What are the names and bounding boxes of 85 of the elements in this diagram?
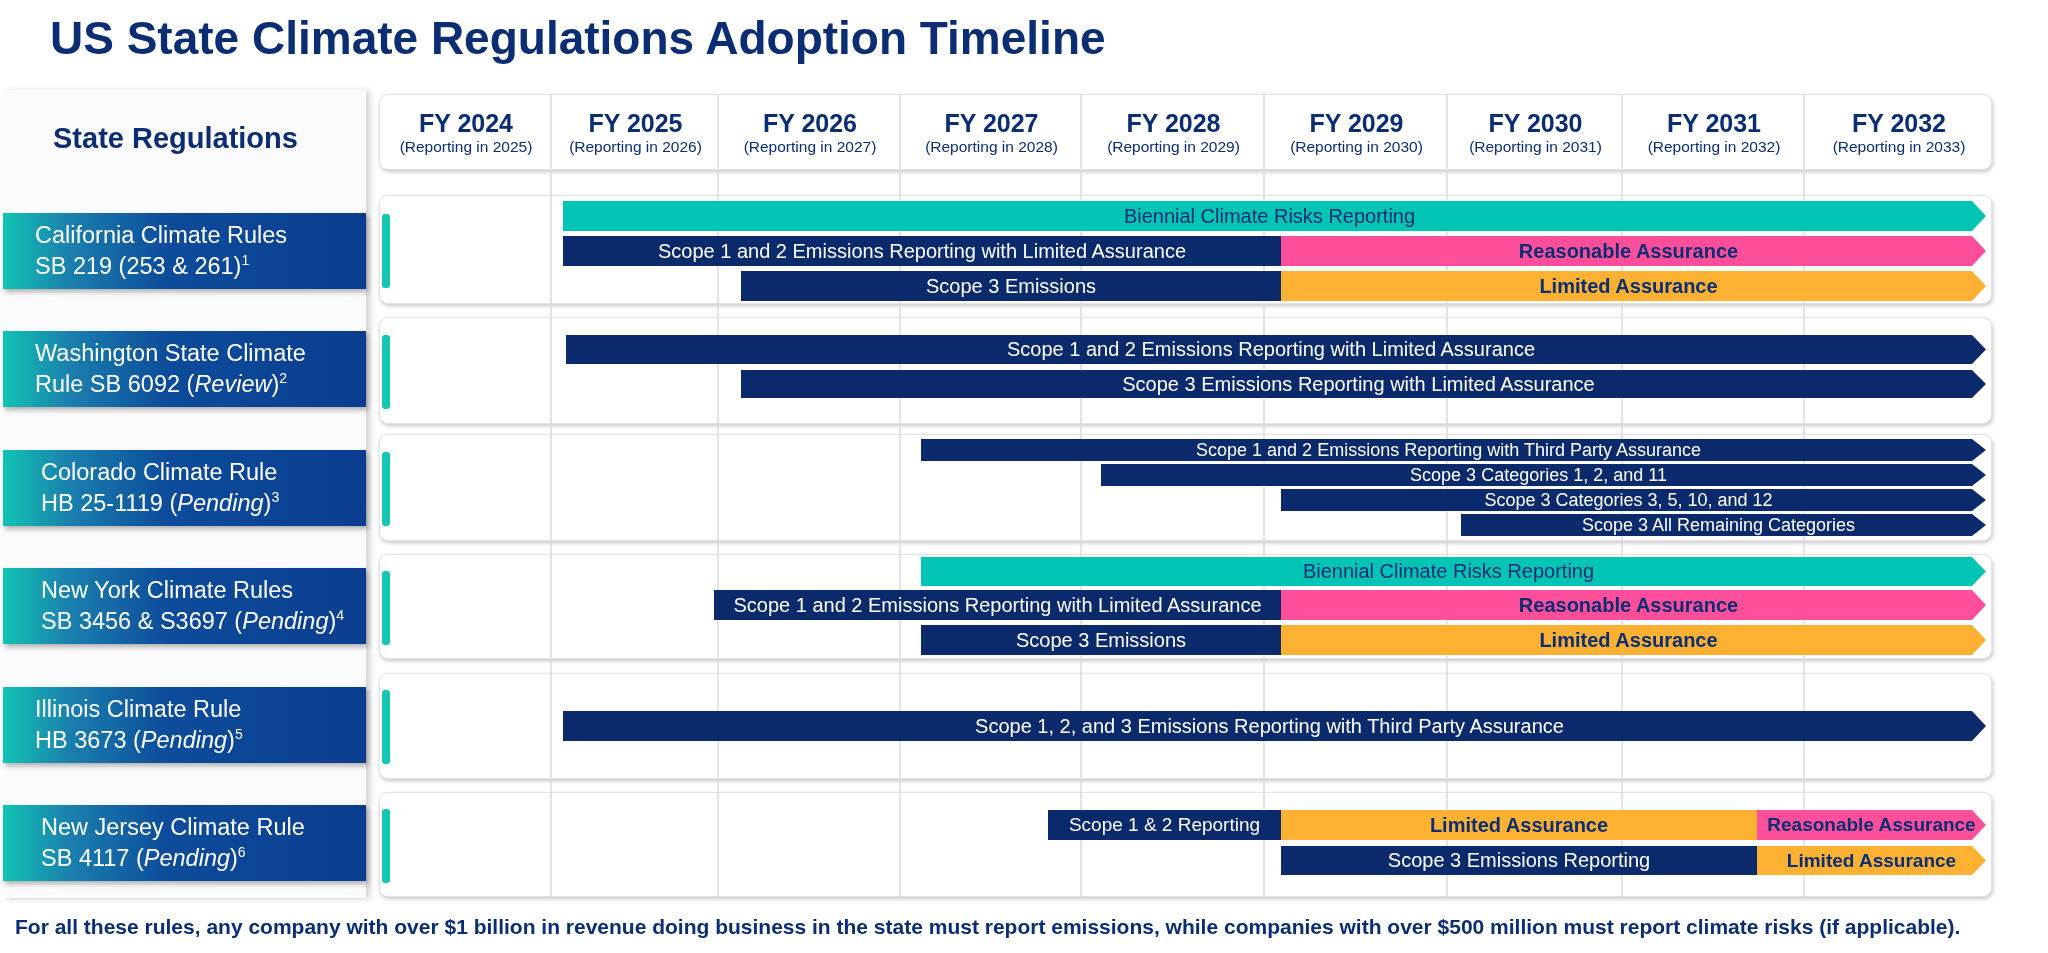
timeline-arrow-bar [566, 335, 1986, 364]
reporting-year-label: (Reporting in 2032) [1647, 137, 1781, 158]
bar-label: Biennial Climate Risks Reporting [1123, 204, 1417, 228]
timeline-arrow-bar [563, 201, 1986, 231]
timeline-arrow-bar [1281, 271, 1986, 301]
bar-label: Limited Assurance [1539, 628, 1719, 652]
timeline-bar [921, 625, 1281, 655]
timeline-arrow-bar [1281, 236, 1986, 266]
bar-label: Limited Assurance [1539, 274, 1719, 298]
regulation-name: New Jersey Climate Rule SB 4117 (Pending)$^{6}$ [41, 813, 305, 873]
reporting-year-label: (Reporting in 2030) [1290, 137, 1423, 158]
bar-label: Limited Assurance [1429, 813, 1609, 837]
reporting-year-label: (Reporting in 2031) [1469, 137, 1602, 158]
reporting-year-label: (Reporting in 2027) [743, 137, 877, 158]
timeline-arrow-bar [1461, 514, 1986, 536]
fiscal-year-label: FY 2031 [1666, 108, 1762, 138]
regulation-name: California Climate Rules SB 219 (253 & 261)$^{1}$ [35, 221, 288, 281]
bar-label: Scope 1, 2, and 3 Emissions Reporting with Third Party Assurance [975, 714, 1565, 738]
regulation-name: Washington State Climate Rule SB 6092 (Review)$^{2}$ [35, 339, 306, 399]
bar-label: Scope 1 and 2 Emissions Reporting with Limited Assurance [1006, 338, 1537, 361]
bar-label: Scope 3 Emissions Reporting [1387, 849, 1651, 872]
regulation-box [3, 450, 366, 526]
column-panel [3, 90, 366, 898]
fiscal-year-label: FY 2028 [1126, 108, 1221, 138]
row-panel [379, 195, 1992, 304]
bar-label: Scope 1 and 2 Emissions Reporting with Third Party Assurance [1196, 439, 1702, 461]
timeline-bar [1048, 810, 1281, 840]
timeline-bar [741, 271, 1281, 301]
column-heading: State Regulations [53, 122, 298, 156]
fiscal-year-label: FY 2026 [762, 108, 858, 138]
timeline-bar [563, 236, 1281, 266]
fiscal-year-label: FY 2025 [588, 108, 683, 138]
regulation-name: Illinois Climate Rule HB 3673 (Pending)$^{5}$ [35, 695, 243, 755]
timeline-arrow-bar [1101, 464, 1986, 486]
timeline-arrow-bar [563, 711, 1986, 741]
bar-label: Scope 3 Emissions [1015, 628, 1187, 652]
bar-label: Limited Assurance [1786, 849, 1957, 872]
page-title: US State Climate Regulations Adoption Timeline [50, 13, 1106, 64]
reporting-year-label: (Reporting in 2033) [1832, 137, 1966, 158]
fiscal-year-label: FY 2027 [944, 108, 1039, 138]
regulation-name: New York Climate Rules SB 3456 & S3697 (Pending)$^{4}$ [41, 576, 345, 636]
timeline-arrow-bar [741, 370, 1986, 398]
bar-label: Scope 1 and 2 Emissions Reporting with Limited Assurance [657, 239, 1187, 263]
header-panel [379, 94, 1992, 170]
row-panel [379, 673, 1992, 779]
row-panel [379, 317, 1992, 424]
timeline-bar [714, 590, 1281, 620]
fiscal-year-label: FY 2024 [418, 108, 514, 138]
timeline-bar [1281, 846, 1757, 875]
regulation-box [3, 568, 366, 644]
regulation-name: Colorado Climate Rule HB 25-1119 (Pending)$^{3}$ [41, 458, 280, 518]
fiscal-year-label: FY 2032 [1851, 108, 1947, 138]
timeline-arrow-bar [1281, 625, 1986, 655]
bar-label: Reasonable Assurance [1518, 593, 1740, 617]
bar-label: Scope 3 Emissions [925, 274, 1097, 298]
reporting-year-label: (Reporting in 2029) [1107, 137, 1240, 158]
row-panel [379, 434, 1992, 541]
footnote: For all these rules, any company with over $1 billion in revenue doing business in the state must report emissions, while companies with over $500 million must report climate risks (if applicable). [15, 914, 1961, 940]
bar-label: Scope 3 Categories 1, 2, and 11 [1410, 464, 1668, 486]
bar-label: Reasonable Assurance [1518, 239, 1740, 263]
timeline-arrow-bar [1757, 846, 1986, 875]
fiscal-year-label: FY 2029 [1309, 108, 1404, 138]
bar-label: Scope 1 and 2 Emissions Reporting with Limited Assurance [733, 593, 1262, 617]
timeline-arrow-bar [1281, 489, 1986, 511]
row-panel [379, 792, 1992, 897]
bar-label: Scope 3 Emissions Reporting with Limited Assurance [1122, 372, 1596, 396]
reporting-year-label: (Reporting in 2028) [925, 137, 1058, 158]
reporting-year-label: (Reporting in 2026) [569, 137, 702, 158]
timeline-arrow-bar [921, 439, 1986, 461]
bar-label: Reasonable Assurance [1767, 814, 1976, 836]
regulation-box [3, 331, 366, 407]
reporting-year-label: (Reporting in 2025) [399, 137, 533, 158]
timeline-arrow-bar [1281, 590, 1986, 620]
timeline-arrow-bar [1757, 810, 1986, 840]
bar-label: Scope 1 & 2 Reporting [1068, 814, 1261, 836]
regulation-box [3, 687, 366, 763]
regulation-box [3, 213, 366, 289]
regulation-box [3, 805, 366, 881]
bar-label: Scope 3 Categories 3, 5, 10, and 12 [1484, 489, 1774, 511]
timeline-bar [1281, 810, 1757, 840]
timeline-arrow-bar [921, 557, 1986, 586]
row-panel [379, 554, 1992, 659]
bar-label: Biennial Climate Risks Reporting [1302, 560, 1596, 583]
fiscal-year-label: FY 2030 [1488, 108, 1583, 138]
bar-label: Scope 3 All Remaining Categories [1581, 514, 1857, 536]
